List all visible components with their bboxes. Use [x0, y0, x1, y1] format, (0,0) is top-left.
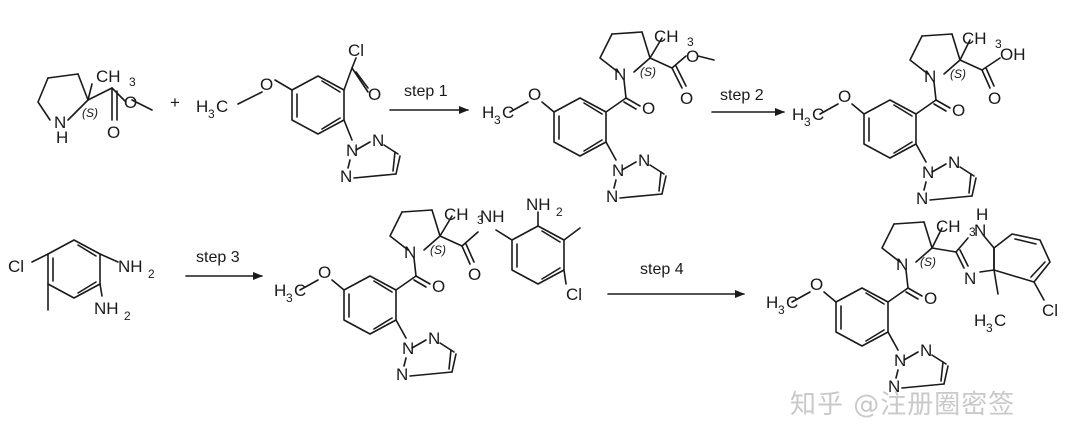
atom-n: N [612, 161, 624, 180]
atom-c: C [216, 97, 228, 116]
stereo-label: (S) [82, 106, 98, 120]
atom-sub3: 3 [494, 113, 501, 127]
compound-6-anilide: N CH 3 (S) NH NH 2 Cl O O O H 3 C N N N [274, 195, 582, 384]
atom-n: N [402, 339, 414, 358]
atom-cl: Cl [566, 285, 582, 304]
compound-7-benzimidazole: N CH 3 (S) N H N Cl H 3 C O O H 3 C N N … [766, 205, 1058, 396]
atom-n: N [54, 113, 66, 132]
watermark: 知乎 @注册圈密签 [790, 390, 1016, 420]
atom-o: O [368, 85, 381, 104]
atom-h3c: H [196, 97, 208, 116]
atom-o: O [810, 275, 823, 294]
atom-nh2: NH [118, 257, 143, 276]
atom-sub3: 3 [208, 107, 215, 121]
atom-n: N [894, 351, 906, 370]
atom-sub3: 3 [687, 35, 694, 49]
step-4-label: step 4 [640, 261, 684, 278]
atom-n: N [924, 67, 936, 86]
atom-o: O [988, 89, 1001, 108]
atom-ch3: CH [936, 217, 961, 236]
step-2-label: step 2 [720, 87, 764, 104]
atom-nh2: NH [526, 195, 551, 214]
atom-n: N [614, 65, 626, 84]
atom-sub3: 3 [477, 213, 484, 227]
atom-o: O [432, 277, 445, 296]
atom-n: N [888, 377, 900, 396]
atom-o: O [838, 87, 851, 106]
atom-n: N [964, 269, 976, 288]
atom-n: N [948, 153, 960, 172]
compound-5-diamine: Cl NH 2 NH 2 [8, 239, 155, 323]
atom-ch3: CH [654, 27, 679, 46]
step-1-label: step 1 [404, 83, 448, 100]
atom-n: N [396, 365, 408, 384]
atom-cl: Cl [348, 41, 364, 60]
atom-o: O [680, 89, 693, 108]
atom-o: O [924, 289, 937, 308]
atom-nh: NH [480, 207, 505, 226]
compound-1-proline-ester: N H CH 3 (S) O O [37, 67, 153, 147]
atom-c: C [502, 103, 514, 122]
atom-o: O [952, 101, 965, 120]
atom-n: N [340, 167, 352, 186]
atom-n: N [606, 187, 618, 206]
atom-sub2: 2 [556, 205, 563, 219]
atom-n: N [372, 131, 384, 150]
atom-c: C [294, 281, 306, 300]
compound-4-acid: N CH 3 (S) OH O O O H 3 C N N N [792, 29, 1026, 208]
atom-n: N [346, 141, 358, 160]
atom-n: N [922, 163, 934, 182]
atom-o: O [318, 263, 331, 282]
atom-o: O [260, 75, 273, 94]
atom-n: N [638, 151, 650, 170]
atom-h: H [976, 205, 988, 224]
atom-o: O [107, 123, 120, 142]
atom-n: N [974, 221, 986, 240]
stereo-label: (S) [430, 243, 446, 257]
compound-2-acid-chloride: O H 3 C Cl O N N N [196, 41, 401, 186]
plus-sign: + [170, 93, 180, 112]
atom-sub3: 3 [778, 303, 785, 317]
atom-n: N [920, 341, 932, 360]
atom-sub3: 3 [969, 225, 976, 239]
compound-3-amide-ester: N CH 3 (S) O O O O H 3 C N N N [482, 27, 715, 206]
stereo-label: (S) [950, 67, 966, 81]
atom-n: N [428, 329, 440, 348]
atom-o: O [124, 93, 137, 112]
atom-cl: Cl [8, 257, 24, 276]
atom-n: N [896, 255, 908, 274]
atom-n: N [916, 189, 928, 208]
atom-o: O [642, 99, 655, 118]
atom-ch3: CH [962, 29, 987, 48]
step-3-label: step 3 [196, 249, 240, 266]
atom-h: H [56, 128, 68, 147]
atom-o: O [686, 47, 699, 66]
atom-sub3: 3 [804, 115, 811, 129]
atom-ch3: CH [96, 67, 121, 86]
atom-sub3: 3 [286, 291, 293, 305]
atom-o: O [468, 265, 481, 284]
atom-nh2: NH [94, 299, 119, 318]
stereo-label: (S) [640, 65, 656, 79]
atom-cl: Cl [1042, 301, 1058, 320]
stereo-label: (S) [920, 255, 936, 269]
atom-h3c: H [482, 103, 494, 122]
atom-c: C [994, 311, 1006, 330]
atom-sub3: 3 [129, 75, 136, 89]
atom-h3c: H [766, 293, 778, 312]
atom-oh: OH [1000, 45, 1026, 64]
atom-sub2: 2 [124, 309, 131, 323]
atom-sub3: 3 [995, 37, 1002, 51]
atom-c: C [812, 105, 824, 124]
atom-h3c: H [274, 281, 286, 300]
atom-h3c: H [792, 105, 804, 124]
atom-c: C [786, 293, 798, 312]
atom-o: O [528, 85, 541, 104]
atom-n: N [404, 243, 416, 262]
atom-sub2: 2 [148, 267, 155, 281]
atom-ch3: CH [444, 205, 469, 224]
atom-h3c: H [974, 311, 986, 330]
atom-sub3: 3 [986, 321, 993, 335]
